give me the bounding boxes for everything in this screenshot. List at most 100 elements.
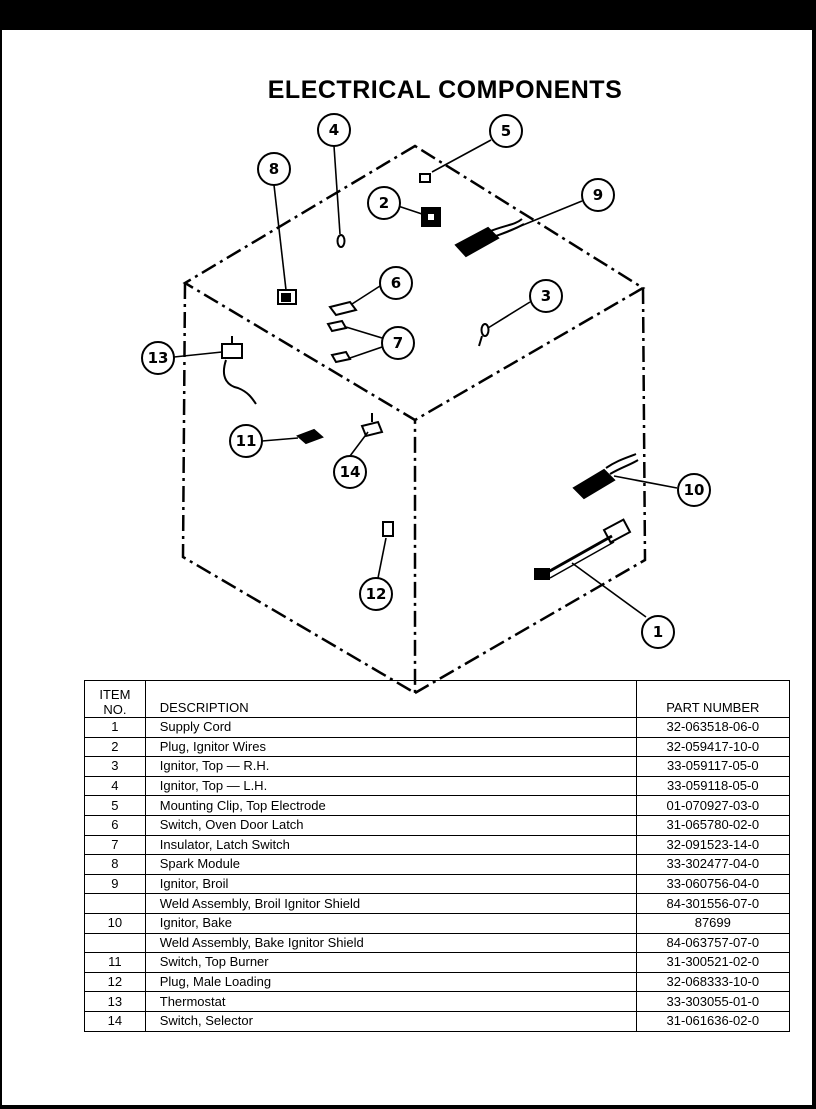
description-cell: Mounting Clip, Top Electrode: [144, 795, 637, 816]
callout-5-circle: [489, 114, 523, 148]
callout-7: 7: [393, 334, 403, 352]
part-number-cell: 33-302477-04-0: [635, 854, 791, 875]
callout-10-circle: [677, 473, 711, 507]
item-no-cell: [84, 893, 146, 914]
callout-13: 13: [148, 349, 169, 367]
part-number-header: PART NUMBER: [635, 680, 791, 718]
item-no-cell: 4: [84, 775, 146, 797]
callout-11-circle: [229, 424, 263, 458]
description-cell: Ignitor, Bake: [144, 912, 637, 934]
part-14-selector: [360, 420, 384, 438]
callout-4-circle: [317, 113, 351, 147]
callout-1-circle: [641, 615, 675, 649]
description-cell: Insulator, Latch Switch: [144, 834, 637, 856]
callout-4: 4: [329, 121, 339, 139]
item-no-cell: 1: [84, 717, 146, 738]
description-cell: Switch, Selector: [144, 1010, 637, 1032]
part-number-cell: 33-303055-01-0: [635, 991, 791, 1012]
callout-14: 14: [340, 463, 361, 481]
callout-5: 5: [501, 122, 511, 140]
callout-bubbles: [141, 113, 711, 649]
callout-14-circle: [333, 455, 367, 489]
description-cell: Weld Assembly, Bake Ignitor Shield: [144, 932, 637, 954]
part-1-supply-cord: [534, 518, 632, 580]
callout-3-circle: [529, 279, 563, 313]
part-6-switch: [328, 300, 358, 317]
part-4-ignitor: [336, 234, 346, 248]
item-no-cell: 3: [84, 756, 146, 777]
callout-11: 11: [236, 432, 257, 450]
parts-table-header: ITEM NO. DESCRIPTION PART NUMBER: [84, 680, 791, 718]
callout-9-circle: [581, 178, 615, 212]
part-12-plug: [382, 521, 394, 537]
callout-6-circle: [379, 266, 413, 300]
component-parts: [221, 173, 639, 580]
part-8-spark-module: [277, 289, 297, 305]
callout-8-circle: [257, 152, 291, 186]
part-number-cell: 31-065780-02-0: [635, 814, 791, 836]
item-no-cell: 12: [84, 971, 146, 993]
callout-13-circle: [141, 341, 175, 375]
callout-2: 2: [379, 194, 389, 212]
cabinet-outline: [181, 144, 647, 696]
part-number-cell: 87699: [635, 912, 791, 934]
part-number-cell: 33-060756-04-0: [635, 873, 791, 895]
item-no-cell: 5: [84, 795, 146, 816]
item-no-cell: 11: [84, 952, 146, 973]
part-number-cell: 31-300521-02-0: [635, 952, 791, 973]
description-cell: Ignitor, Top — R.H.: [144, 756, 637, 777]
description-cell: Spark Module: [144, 854, 637, 875]
item-no-cell: 2: [84, 736, 146, 758]
part-number-cell: 01-070927-03-0: [635, 795, 791, 816]
part-7-insulator: [326, 319, 348, 333]
part-number-cell: 33-059117-05-0: [635, 756, 791, 777]
part-number-cell: 32-059417-10-0: [635, 736, 791, 758]
description-cell: Switch, Oven Door Latch: [144, 814, 637, 836]
callout-8: 8: [269, 160, 279, 178]
item-header-line1: ITEM: [99, 687, 131, 702]
leader-lines: [173, 139, 678, 618]
item-no-cell: 7: [84, 834, 146, 856]
part-number-cell: 33-059118-05-0: [635, 775, 791, 797]
item-no-cell: [84, 932, 146, 954]
callout-6: 6: [391, 274, 401, 292]
callout-12-circle: [359, 577, 393, 611]
callout-7-circle: [381, 326, 415, 360]
description-cell: Ignitor, Top — L.H.: [144, 775, 637, 797]
description-cell: Weld Assembly, Broil Ignitor Shield: [144, 893, 637, 914]
item-no-cell: 10: [84, 912, 146, 934]
description-cell: Ignitor, Broil: [144, 873, 637, 895]
description-cell: Plug, Ignitor Wires: [144, 736, 637, 758]
item-no-header: ITEM NO.: [84, 680, 146, 718]
item-no-cell: 14: [84, 1010, 146, 1032]
item-no-cell: 9: [84, 873, 146, 895]
part-11-switch: [296, 428, 324, 445]
part-number-cell: 84-301556-07-0: [635, 893, 791, 914]
part-number-cell: 32-068333-10-0: [635, 971, 791, 993]
callout-2-circle: [367, 186, 401, 220]
item-no-cell: 6: [84, 814, 146, 836]
page-title: ELECTRICAL COMPONENTS: [267, 76, 623, 104]
callout-10: 10: [684, 481, 705, 499]
part-number-cell: 31-061636-02-0: [635, 1010, 791, 1032]
part-13-thermostat: [221, 336, 257, 405]
callout-12: 12: [366, 585, 387, 603]
description-cell: Supply Cord: [144, 717, 637, 738]
part-9-broil-ignitor: [454, 218, 525, 258]
part-10-bake-ignitor: [572, 453, 639, 500]
